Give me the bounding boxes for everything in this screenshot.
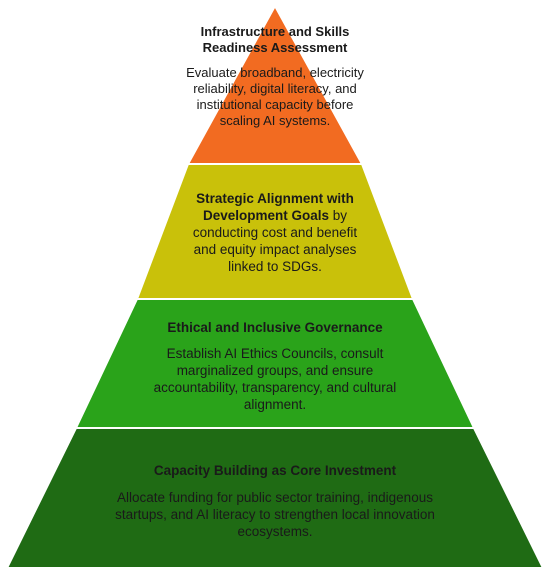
tier-4-title: Capacity Building as Core Investment <box>153 463 397 478</box>
tier-3-body: Establish AI Ethics Councils, consult ma… <box>153 345 397 412</box>
tier-4-text: Capacity Building as Core Investment All… <box>95 463 455 541</box>
tier-2-text: Strategic Alignment with Development Goa… <box>180 191 370 275</box>
tier-4-base-shape <box>5 427 545 569</box>
tier-1-text: Infrastructure and Skills Readiness Asse… <box>180 24 370 130</box>
tier-3-title: Ethical and Inclusive Governance <box>167 320 383 335</box>
tier-2-title: Strategic Alignment with Development Goa… <box>196 191 354 223</box>
tier-4-body: Allocate funding for public sector train… <box>115 489 435 539</box>
tier-1-body: Evaluate broadband, electricity reliabil… <box>186 64 364 129</box>
tier-1-title: Infrastructure and Skills Readiness Asse… <box>200 24 350 56</box>
tier-2-body: by conducting cost and benefit and equit… <box>192 207 358 274</box>
tier-3-text: Ethical and Inclusive Governance Establi… <box>140 320 410 413</box>
